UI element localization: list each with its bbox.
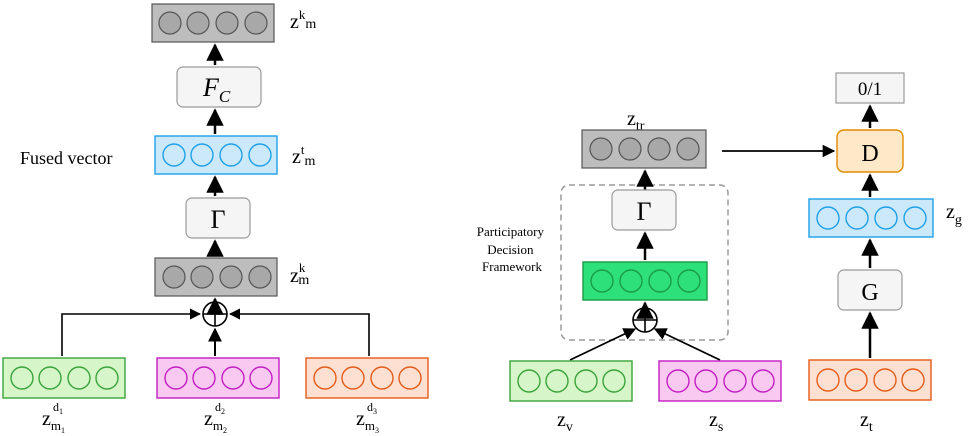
middle-input-label-s: zs <box>709 409 723 435</box>
arrow-zs-to-sum <box>653 328 721 361</box>
left-top-vector <box>151 3 275 43</box>
middle-sum-node <box>632 307 658 333</box>
left-input-vector-2 <box>156 357 280 399</box>
fc-block <box>176 66 262 108</box>
left-top-vector-label: zkm <box>290 7 316 33</box>
middle-concat-vector <box>582 261 708 301</box>
g-block-label: G <box>861 280 878 306</box>
left-sum-node <box>202 301 228 327</box>
fused-vector-label: ztm <box>292 142 316 169</box>
left-input-label-3: zm3d3 <box>356 400 379 435</box>
fused-vector <box>154 135 278 175</box>
g-block <box>837 269 903 311</box>
right-output-box <box>835 72 905 104</box>
left-gamma-label: Γ <box>210 205 225 234</box>
middle-input-label-v: zv <box>557 409 573 435</box>
d-block <box>836 129 904 173</box>
arrow-input1-to-sum <box>61 308 202 356</box>
right-input-vector-t <box>808 359 932 401</box>
framework-caption: Participatory Decision Framework <box>477 224 547 274</box>
middle-output-label: ztr <box>627 108 645 134</box>
fc-block-label: FC <box>202 73 231 106</box>
left-input-label-1: zm1d1 <box>42 400 65 435</box>
left-input-vector-3 <box>305 357 429 399</box>
middle-input-vector-s <box>658 360 782 402</box>
left-input-vector-1 <box>2 357 126 399</box>
d-block-label: D <box>861 141 878 167</box>
right-g-vector <box>808 198 934 238</box>
left-input-label-2: zm2d2 <box>204 400 227 435</box>
arrow-input3-to-sum <box>228 308 370 356</box>
arrow-zv-to-sum <box>569 328 637 361</box>
middle-gamma-label: Γ <box>636 197 651 226</box>
left-gamma-block <box>185 197 251 239</box>
right-output-label: 0/1 <box>858 79 882 100</box>
right-g-vector-label: zg <box>946 201 962 228</box>
middle-input-vector-v <box>509 360 633 402</box>
left-concat-vector <box>154 257 278 297</box>
middle-gamma-block <box>611 189 677 231</box>
fused-vector-caption: Fused vector <box>20 148 112 168</box>
right-input-label-t: zt <box>860 409 873 435</box>
middle-output-vector <box>581 129 707 169</box>
